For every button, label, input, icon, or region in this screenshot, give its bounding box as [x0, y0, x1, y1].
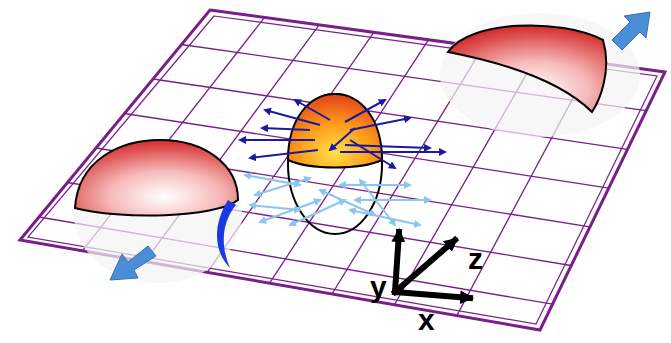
nucleus-top [288, 94, 382, 168]
left-fragment [75, 140, 238, 216]
blue-crescent [217, 200, 236, 268]
motion-arrow [110, 246, 156, 280]
interaction-arrows [245, 175, 430, 225]
grid-plane [20, 10, 665, 330]
axes [395, 232, 470, 298]
axis-label: z [468, 244, 483, 274]
force-arrows [240, 100, 445, 168]
grid-lines [39, 17, 646, 315]
motion-arrow [612, 12, 650, 50]
axis-label: x [418, 305, 435, 335]
fragment-shadow [440, 13, 640, 137]
right-fragment [448, 25, 606, 112]
plane-inner-border [28, 16, 657, 324]
axis-label: y [370, 272, 387, 302]
